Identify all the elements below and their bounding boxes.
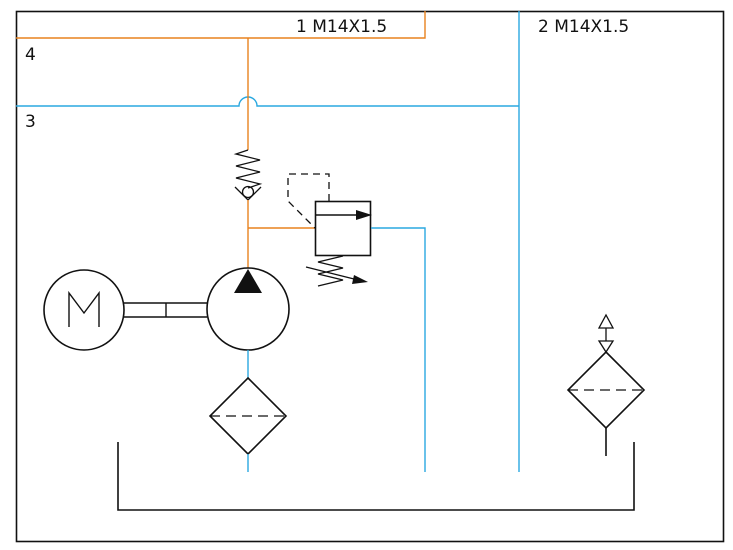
port2-label: 2 M14X1.5 — [538, 17, 629, 37]
relief-valve-body — [314, 200, 372, 257]
motor-m-glyph — [68, 290, 100, 327]
hydraulic-pump — [206, 267, 290, 351]
return-line-3 — [16, 96, 519, 107]
pressure-relief-valve — [287, 173, 372, 287]
coupling-shaft — [124, 302, 207, 318]
adjust-arrow-shaft — [305, 266, 359, 281]
adjust-arrow-icon — [352, 275, 368, 284]
suction-filter — [208, 376, 288, 456]
motor-circle — [43, 269, 125, 351]
port1-label: 1 M14X1.5 — [296, 17, 387, 37]
pump-direction-triangle-icon — [234, 269, 262, 293]
line3-label: 3 — [25, 112, 36, 132]
breather — [597, 313, 615, 354]
pressure-line-4 — [16, 11, 426, 39]
relief-return-line — [371, 227, 426, 472]
relief-spring-icon — [317, 255, 344, 287]
coupling — [124, 302, 207, 318]
drawing-border — [15, 10, 725, 543]
pilot-line-dashed — [287, 173, 330, 229]
tank — [117, 442, 635, 511]
check-valve-ball-icon — [241, 185, 255, 199]
relief-valve-arrow-icon — [356, 210, 372, 220]
check-valve-spring-icon — [233, 149, 263, 189]
check-valve — [234, 185, 262, 201]
return-filter — [566, 350, 646, 456]
breather-lower-triangle-icon — [597, 340, 615, 354]
electric-motor — [43, 269, 125, 351]
line4-label: 4 — [25, 45, 36, 65]
breather-upper-triangle-icon — [597, 313, 615, 329]
